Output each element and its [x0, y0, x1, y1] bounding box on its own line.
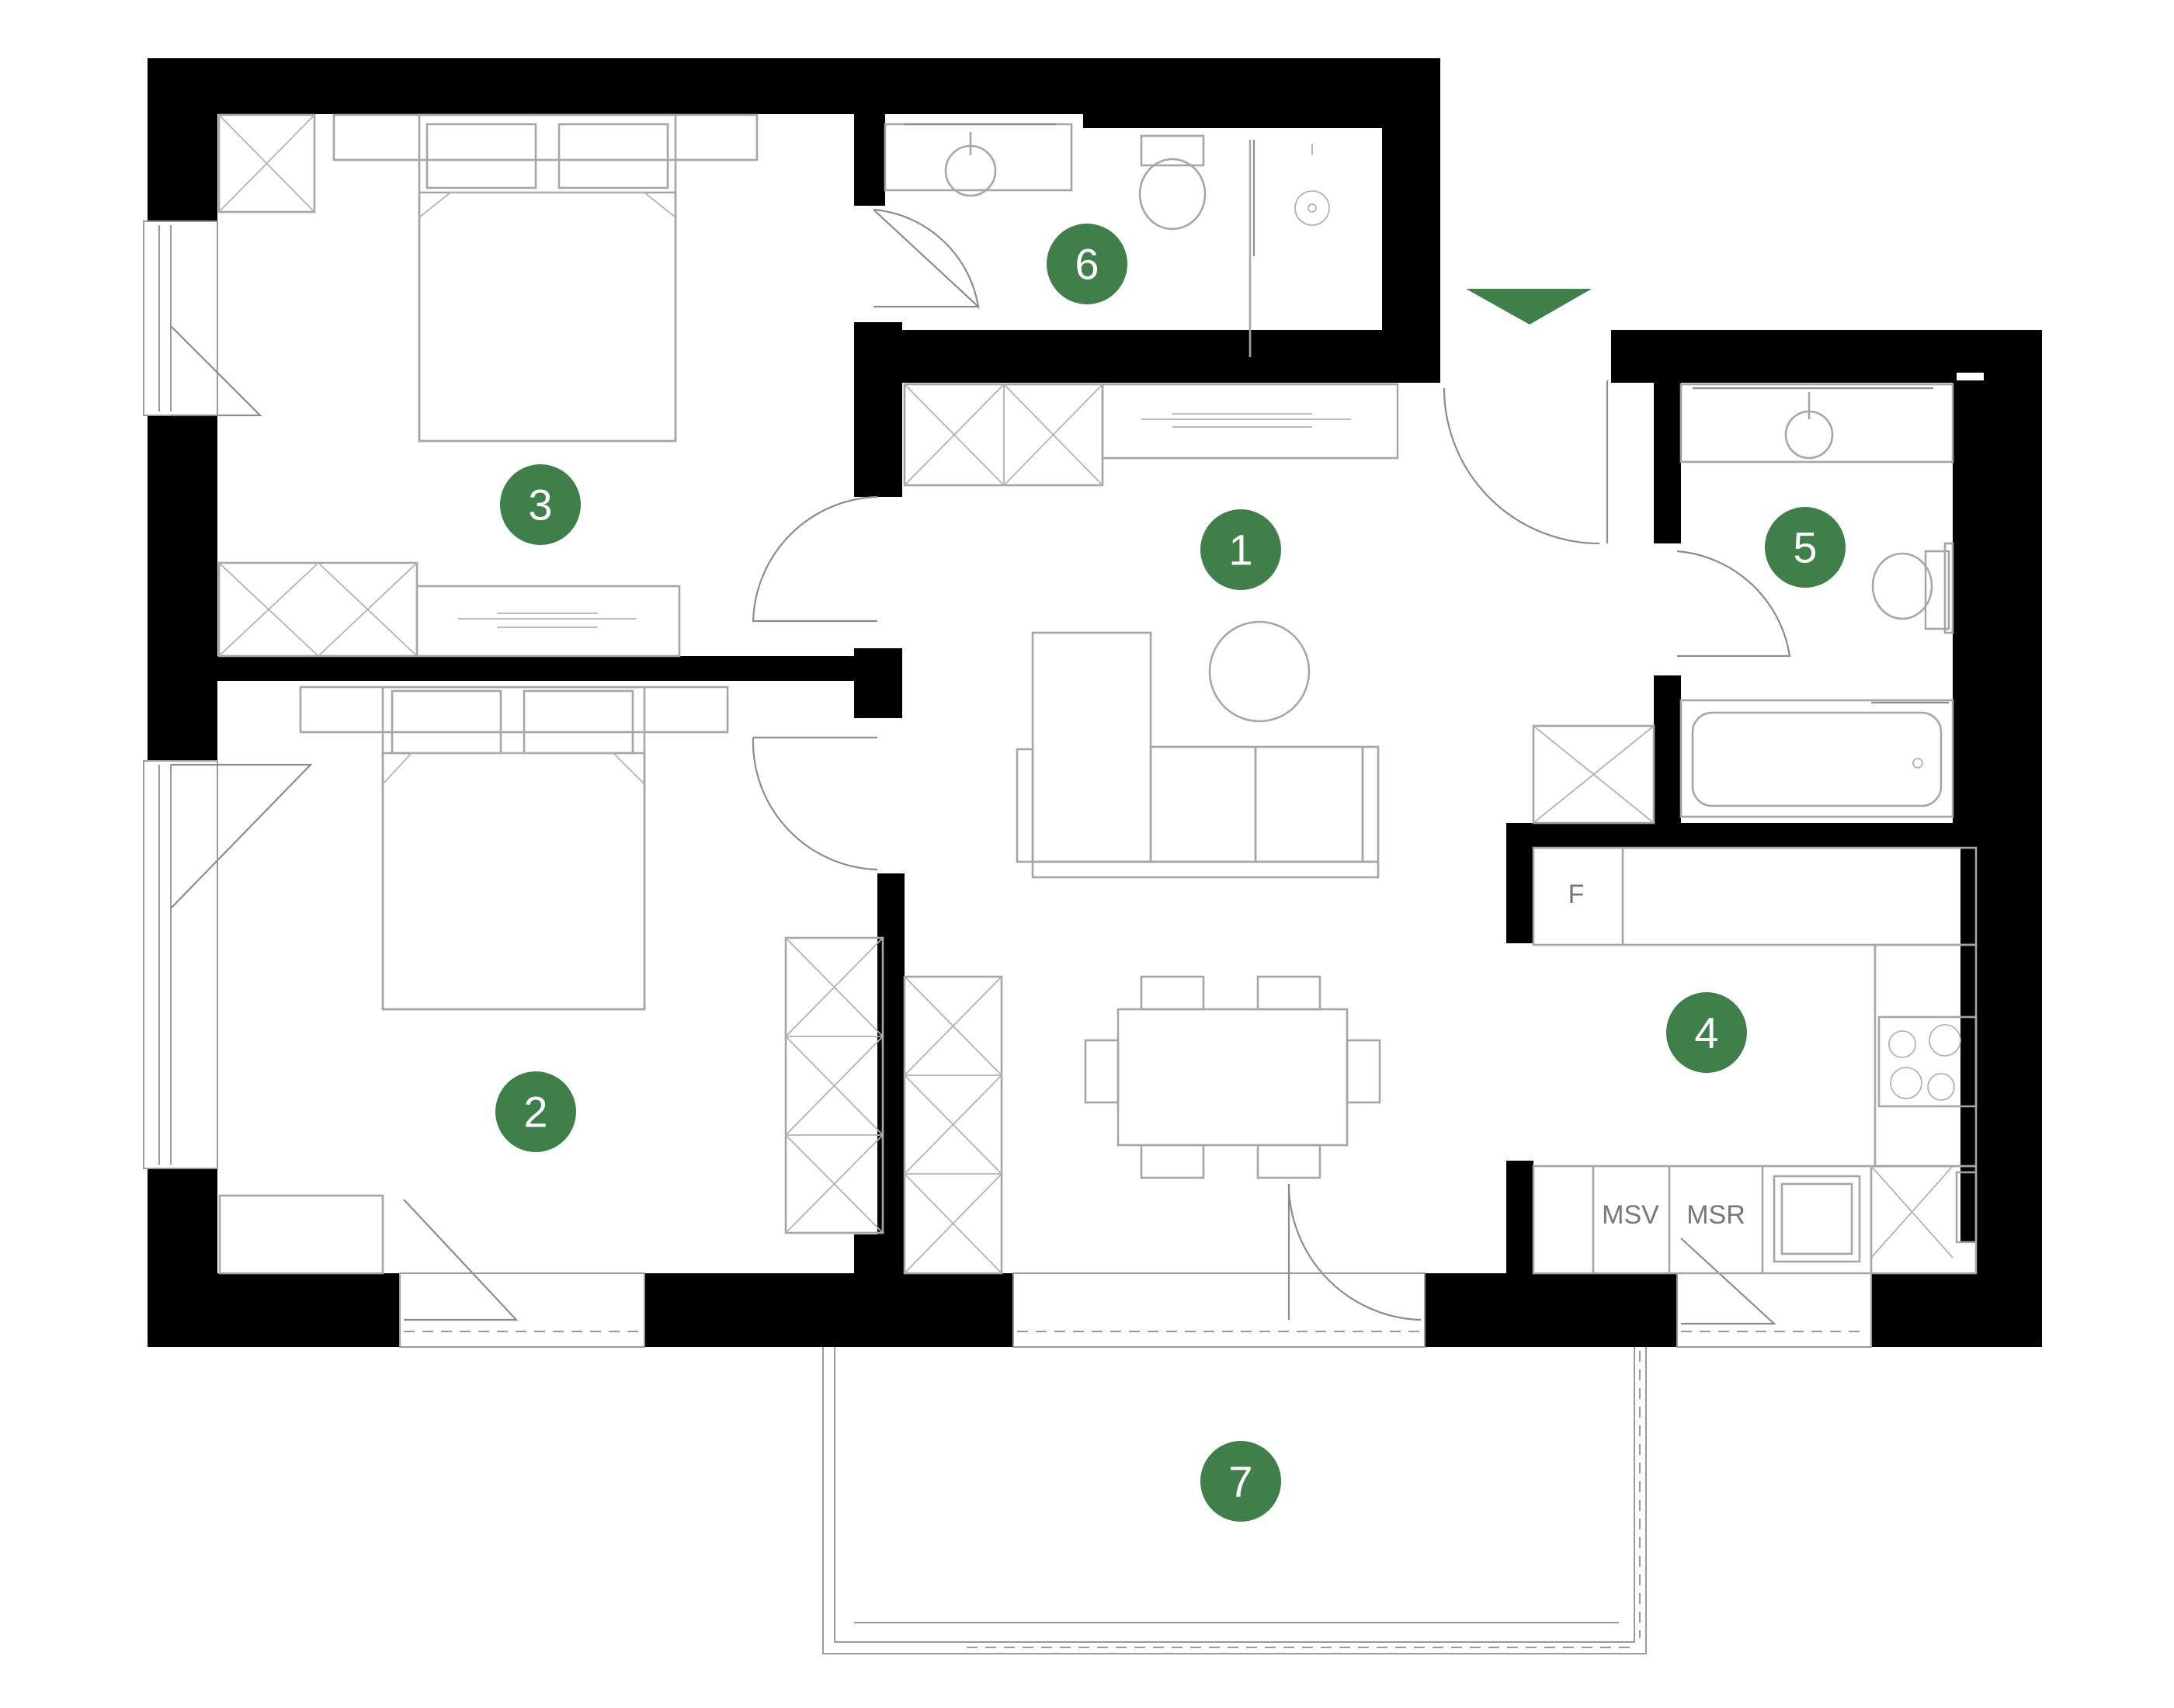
msv-label: MSV [1602, 1200, 1659, 1230]
entrance[interactable] [1443, 289, 1609, 545]
msr-label: MSR [1686, 1200, 1745, 1230]
room-marker-5-label: 5 [1793, 523, 1817, 572]
entrance-arrow-icon [1466, 289, 1592, 325]
room-marker-7[interactable]: 7 [1200, 1441, 1281, 1522]
window-openings [141, 221, 1984, 1349]
room-3-furniture [217, 113, 759, 658]
room-marker-7-label: 7 [1228, 1457, 1252, 1506]
windows [143, 220, 1872, 1348]
bedroom-doors [752, 208, 980, 871]
room-2-furniture [218, 686, 884, 1275]
room-marker-5[interactable]: 5 [1765, 507, 1846, 588]
room-marker-1[interactable]: 1 [1200, 509, 1281, 590]
room-marker-2[interactable]: 2 [495, 1071, 576, 1152]
room-4-furniture [1532, 846, 1978, 1275]
room-marker-3[interactable]: 3 [500, 464, 581, 545]
room-marker-6[interactable]: 6 [1047, 224, 1127, 304]
balcony [822, 1347, 1647, 1654]
room-marker-2-label: 2 [523, 1088, 547, 1137]
kitchen-labels: F MSV MSR [1568, 880, 1745, 1230]
room-marker-3-label: 3 [528, 481, 552, 529]
room-marker-4-label: 4 [1694, 1008, 1718, 1057]
room-marker-1-label: 1 [1228, 526, 1252, 575]
room-1-furniture [903, 383, 1422, 1321]
room-6-fixtures [884, 123, 1330, 357]
room-marker-4[interactable]: 4 [1666, 992, 1747, 1073]
fridge-label: F [1568, 880, 1585, 909]
room-markers: 1 2 3 4 5 6 7 [495, 224, 1846, 1522]
room-marker-6-label: 6 [1075, 240, 1099, 289]
room-5-fixtures [1532, 383, 1954, 824]
